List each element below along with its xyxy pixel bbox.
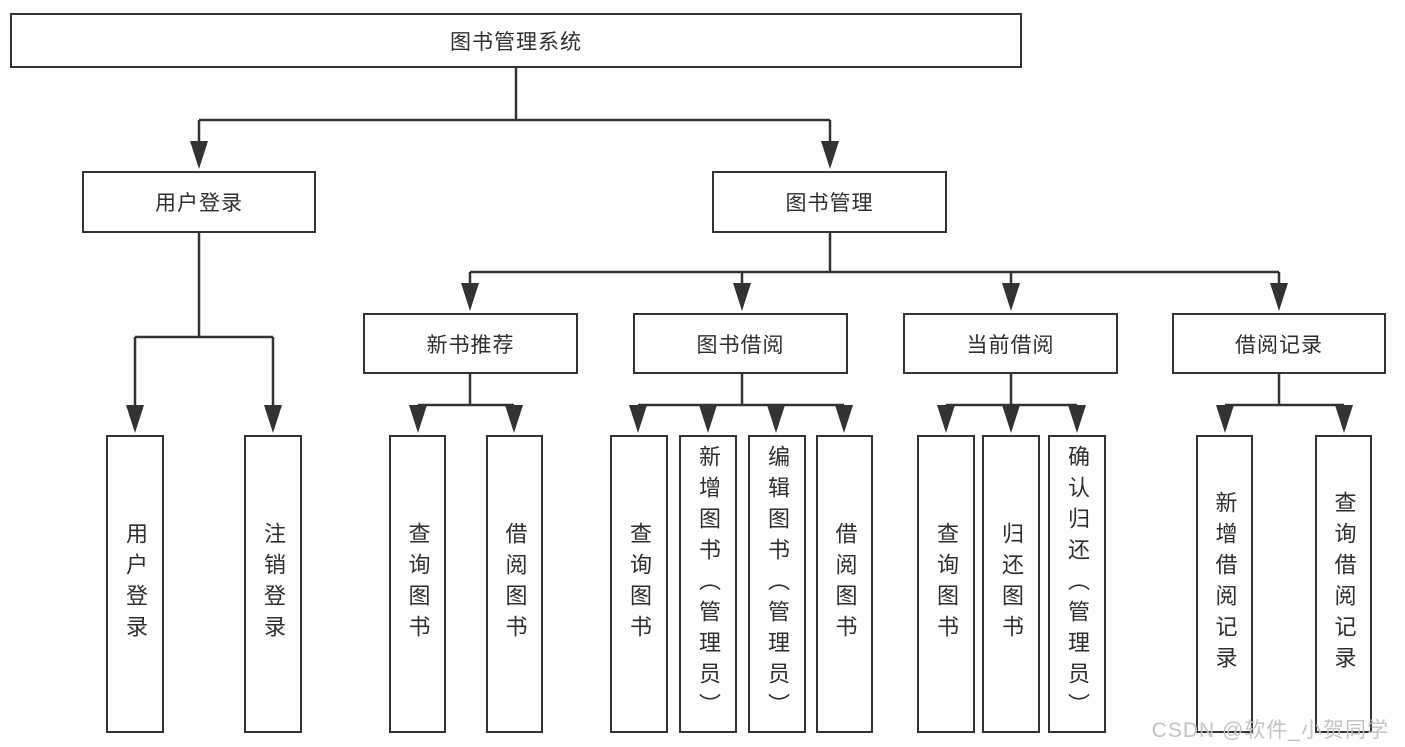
arrowhead-icon — [1270, 283, 1288, 311]
node-label: 归还图书 — [999, 522, 1024, 646]
leaf-query-books-recommend: 查询图书 — [389, 435, 446, 733]
node-label: 查询图书 — [934, 522, 959, 646]
node-label: 借阅图书 — [832, 522, 858, 646]
leaf-borrow-books-recommend: 借阅图书 — [486, 435, 543, 733]
leaf-confirm-return-admin: 确认归还（管理员） — [1048, 435, 1106, 733]
arrowhead-icon — [1068, 405, 1086, 433]
node-label: 新书推荐 — [426, 333, 515, 357]
node-label: 查询图书 — [627, 522, 652, 646]
node-label: 确认归还（管理员） — [1065, 444, 1090, 724]
arrowhead-icon — [461, 283, 479, 311]
arrowhead-icon — [937, 405, 955, 433]
arrowhead-icon — [835, 405, 853, 433]
node-book-management: 图书管理 — [712, 171, 947, 233]
node-label: 当前借阅 — [966, 333, 1055, 357]
node-library-management-system: 图书管理系统 — [10, 13, 1022, 68]
node-book-borrowing: 图书借阅 — [633, 313, 848, 374]
node-label: 借阅图书 — [502, 522, 528, 646]
arrowhead-icon — [264, 405, 282, 433]
node-label: 图书管理系统 — [450, 30, 582, 54]
node-label: 新增图书（管理员） — [696, 444, 721, 724]
node-label: 查询借阅记录 — [1331, 491, 1357, 677]
arrowhead-icon — [409, 405, 427, 433]
leaf-query-books-current: 查询图书 — [917, 435, 975, 733]
arrowhead-icon — [1002, 405, 1020, 433]
arrowhead-icon — [1002, 283, 1020, 311]
node-label: 编辑图书（管理员） — [765, 444, 790, 724]
leaf-borrow-books: 借阅图书 — [816, 435, 873, 733]
node-new-book-recommendation: 新书推荐 — [363, 313, 578, 374]
node-label: 用户登录 — [123, 522, 148, 646]
node-borrowing-records: 借阅记录 — [1172, 313, 1386, 374]
arrowhead-icon — [505, 405, 523, 433]
node-label: 用户登录 — [155, 192, 243, 215]
arrowhead-icon — [821, 141, 839, 169]
arrowhead-icon — [767, 405, 785, 433]
node-label: 借阅记录 — [1235, 333, 1323, 357]
node-current-borrowing: 当前借阅 — [903, 313, 1118, 374]
arrowhead-icon — [1216, 405, 1234, 433]
arrowhead-icon — [629, 405, 647, 433]
node-user-login: 用户登录 — [82, 171, 316, 233]
arrowhead-icon — [733, 283, 751, 311]
arrowhead-icon — [699, 405, 717, 433]
arrowhead-icon — [190, 141, 208, 169]
node-label: 图书借阅 — [696, 333, 785, 357]
leaf-add-borrow-record: 新增借阅记录 — [1196, 435, 1253, 733]
leaf-add-books-admin: 新增图书（管理员） — [679, 435, 737, 733]
leaf-logout: 注销登录 — [244, 435, 302, 733]
arrowhead-icon — [1335, 405, 1353, 433]
node-label: 新增借阅记录 — [1212, 491, 1238, 677]
leaf-query-books-borrow: 查询图书 — [610, 435, 668, 733]
leaf-edit-books-admin: 编辑图书（管理员） — [748, 435, 806, 733]
arrowhead-icon — [126, 405, 144, 433]
node-label: 查询图书 — [405, 522, 431, 646]
leaf-return-books: 归还图书 — [982, 435, 1040, 733]
csdn-watermark: CSDN @软件_小贺同学 — [1151, 719, 1389, 742]
node-label: 注销登录 — [261, 522, 286, 646]
leaf-user-login: 用户登录 — [106, 435, 164, 733]
leaf-query-borrow-record: 查询借阅记录 — [1315, 435, 1372, 733]
node-label: 图书管理 — [785, 192, 874, 215]
